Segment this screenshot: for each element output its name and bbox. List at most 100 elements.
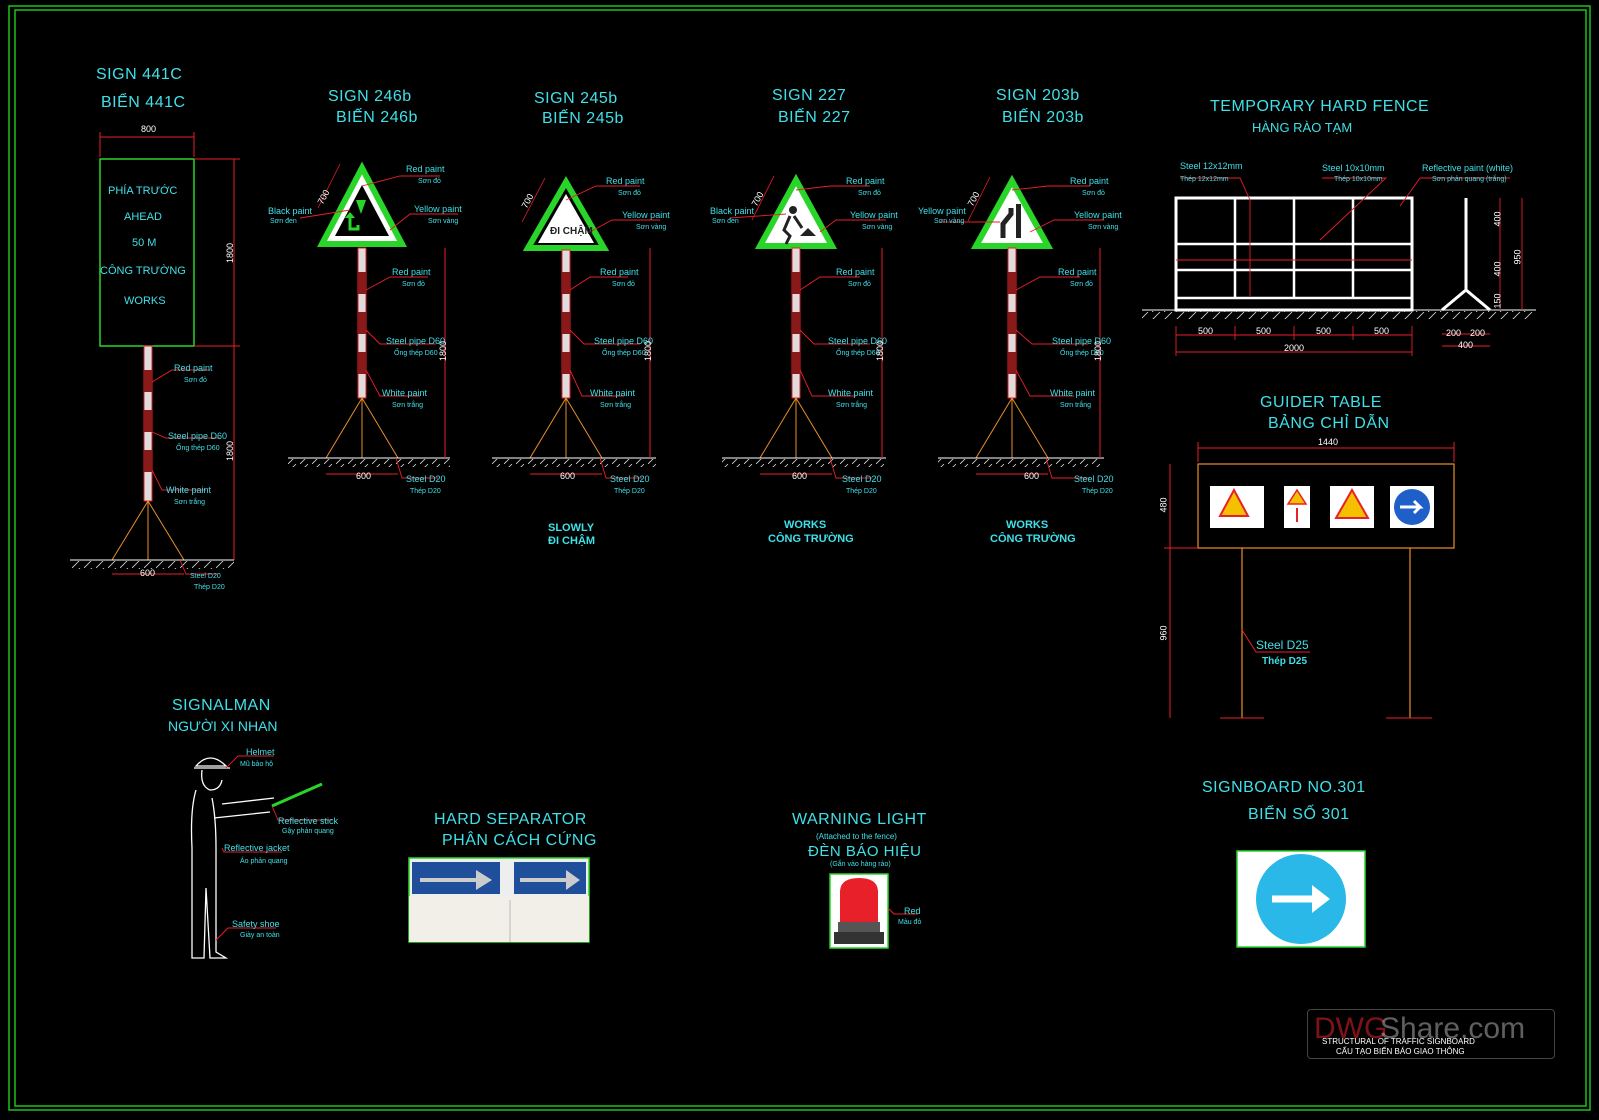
sign-246b-steel-pipe: Steel pipe D60 [386, 336, 446, 346]
fence-title-en: TEMPORARY HARD FENCE [1210, 98, 1430, 115]
sign-441c-dim-base: 600 [140, 568, 156, 578]
sign-245b-title-vi: BIẾN 245b [542, 110, 624, 127]
sign-227-white-paint: White paint [828, 388, 874, 398]
signboard-title-en: SIGNBOARD NO.301 [1202, 779, 1366, 796]
sign-246b-steel-pipe-vi: Ống thép D60 [394, 350, 438, 357]
sign-203b-white-paint: White paint [1050, 388, 1096, 398]
sign-245b-dim-base: 600 [560, 471, 576, 481]
sign-203b-steel-pipe-vi: Ống thép D60 [1060, 350, 1104, 357]
fence-dim-4: 500 [1374, 326, 1390, 336]
sign-246b-white-paint: White paint [382, 388, 428, 398]
fence-dim-2: 500 [1256, 326, 1272, 336]
warning-note-vi: (Gắn vào hàng rào) [830, 861, 891, 868]
fence-reflective-vi: Sơn phản quang (trắng) [1432, 176, 1507, 183]
sign-203b-red-paint-vi: Sơn đỏ [1082, 190, 1105, 197]
signboard-301-image [1236, 850, 1366, 948]
sign-203b-steel-d20-vi: Thép D20 [1082, 488, 1113, 495]
guider-dim-480: 480 [1158, 497, 1169, 513]
watermark-brand-b: Share.com [1380, 1012, 1526, 1045]
guider-title-vi: BẢNG CHỈ DẪN [1268, 415, 1390, 432]
sign-441c-dim-width: 800 [141, 124, 157, 134]
sign-203b-steel-pipe: Steel pipe D60 [1052, 336, 1112, 346]
sign-227-dim-base: 600 [792, 471, 808, 481]
sign-203b-white-paint-vi: Sơn trắng [1060, 402, 1092, 409]
sign-245b-steel-pipe-vi: Ống thép D60 [602, 350, 646, 357]
leader-lines [151, 175, 1104, 575]
fence-steel10: Steel 10x10mm [1322, 163, 1385, 173]
sign-441c-title-en: SIGN 441C [96, 66, 183, 83]
fence-h950: 950 [1512, 249, 1523, 265]
sign-441c-white-paint: White paint [166, 485, 212, 495]
sign-246b-title-vi: BIẾN 246b [336, 109, 418, 126]
sign-441c-steel-pipe: Steel pipe D60 [168, 431, 228, 441]
poles [288, 247, 1104, 475]
sign-203b-red-paint: Red paint [1070, 176, 1109, 186]
signalman-helmet-vi: Mũ bảo hộ [240, 761, 274, 768]
warning-red-vi: Màu đỏ [898, 919, 922, 926]
sign-245b-white-paint: White paint [590, 388, 636, 398]
fence-steel12-vi: Thép 12x12mm [1180, 176, 1229, 183]
sign-246b-red-paint: Red paint [406, 164, 445, 174]
signalman-stick-vi: Gậy phản quang [282, 828, 334, 835]
sign-227-drawing [754, 173, 838, 249]
fence-title-vi: HÀNG RÀO TẠM [1252, 120, 1353, 135]
sign-441c-steel-d20: Steel D20 [190, 573, 221, 580]
separator-title-en: HARD SEPARATOR [434, 811, 587, 828]
sign-227-steel-pipe-vi: Ống thép D60 [836, 350, 880, 357]
sign-246b-black-paint-vi: Sơn đen [270, 218, 297, 225]
sign-227-steel-d20: Steel D20 [842, 474, 882, 484]
sign-227-red-paint-2: Red paint [836, 267, 875, 277]
fence-reflective: Reflective paint (white) [1422, 163, 1514, 173]
sign-203b-title-vi: BIẾN 203b [1002, 109, 1084, 126]
inner-frame [14, 9, 1587, 1107]
reflective-stick [271, 782, 323, 808]
signalman-drawing [190, 757, 275, 959]
sign-441c-red-paint-vi: Sơn đỏ [184, 377, 207, 384]
sign-227-caption-vi: CÔNG TRƯỜNG [768, 533, 854, 545]
sign-203b-caption-en: WORKS [1006, 519, 1049, 531]
sign-203b-yellow-paint-left: Yellow paint [918, 206, 966, 216]
sign-227-title-vi: BIẾN 227 [778, 109, 851, 126]
sign-203b-dim-base: 600 [1024, 471, 1040, 481]
sign-203b-yellow-paint-left-vi: Sơn vàng [934, 218, 965, 225]
sign-245b-white-paint-vi: Sơn trắng [600, 402, 632, 409]
fence-dim-1: 500 [1198, 326, 1214, 336]
separator-title-vi: PHÂN CÁCH CỨNG [442, 832, 597, 849]
sign-441c-line4: CÔNG TRƯỜNG [100, 265, 186, 277]
guider-dim-960: 960 [1158, 625, 1169, 641]
watermark-brand-a: DWG [1314, 1012, 1388, 1045]
sign-203b-dim-h: 1800 [1093, 340, 1104, 362]
watermark-line2: CẤU TẠO BIỂN BÁO GIAO THÔNG [1336, 1047, 1465, 1056]
sign-245b-steel-pipe: Steel pipe D60 [594, 336, 654, 346]
warning-light-image [829, 873, 918, 949]
sign-246b-red-paint-2: Red paint [392, 267, 431, 277]
sign-246b-steel-d20: Steel D20 [406, 474, 446, 484]
signalman-jacket: Reflective jacket [224, 843, 290, 853]
sign-441c-red-paint: Red paint [174, 363, 213, 373]
sign-227-steel-d20-vi: Thép D20 [846, 488, 877, 495]
sign-245b-yellow-paint-vi: Sơn vàng [636, 224, 667, 231]
guider-table-drawing [1164, 442, 1455, 719]
sign-203b-title-en: SIGN 203b [996, 87, 1080, 104]
fence-steel10-vi: Thép 10x10mm [1334, 176, 1383, 183]
fence-h150: 150 [1492, 293, 1503, 309]
sign-246b-dim-base: 600 [356, 471, 372, 481]
sign-227-red-paint-2-vi: Sơn đỏ [848, 281, 871, 288]
fence-h400a: 400 [1492, 211, 1503, 227]
sign-203b-yellow-paint-vi: Sơn vàng [1088, 224, 1119, 231]
sign-245b-drawing [522, 175, 610, 251]
sign-203b-red-paint-2-vi: Sơn đỏ [1070, 281, 1093, 288]
fence-steel12: Steel 12x12mm [1180, 161, 1243, 171]
sign-203b-yellow-paint: Yellow paint [1074, 210, 1122, 220]
sign-245b-dim-h: 1800 [643, 340, 654, 362]
fence-dim-total: 2000 [1284, 343, 1305, 353]
signalman-title-vi: NGƯỜI XI NHAN [168, 718, 278, 734]
guider-title-en: GUIDER TABLE [1260, 394, 1382, 411]
sign-245b-inner-text: ĐI CHẬM [550, 226, 593, 237]
sign-246b-yellow-paint: Yellow paint [414, 204, 462, 214]
signboard-title-vi: BIỂN SỐ 301 [1248, 806, 1350, 823]
sign-246b-red-paint-vi: Sơn đỏ [418, 178, 441, 185]
sign-246b-white-paint-vi: Sơn trắng [392, 402, 424, 409]
watermark-box: DWG Share.com STRUCTURAL OF TRAFFIC SIGN… [1307, 1009, 1555, 1059]
